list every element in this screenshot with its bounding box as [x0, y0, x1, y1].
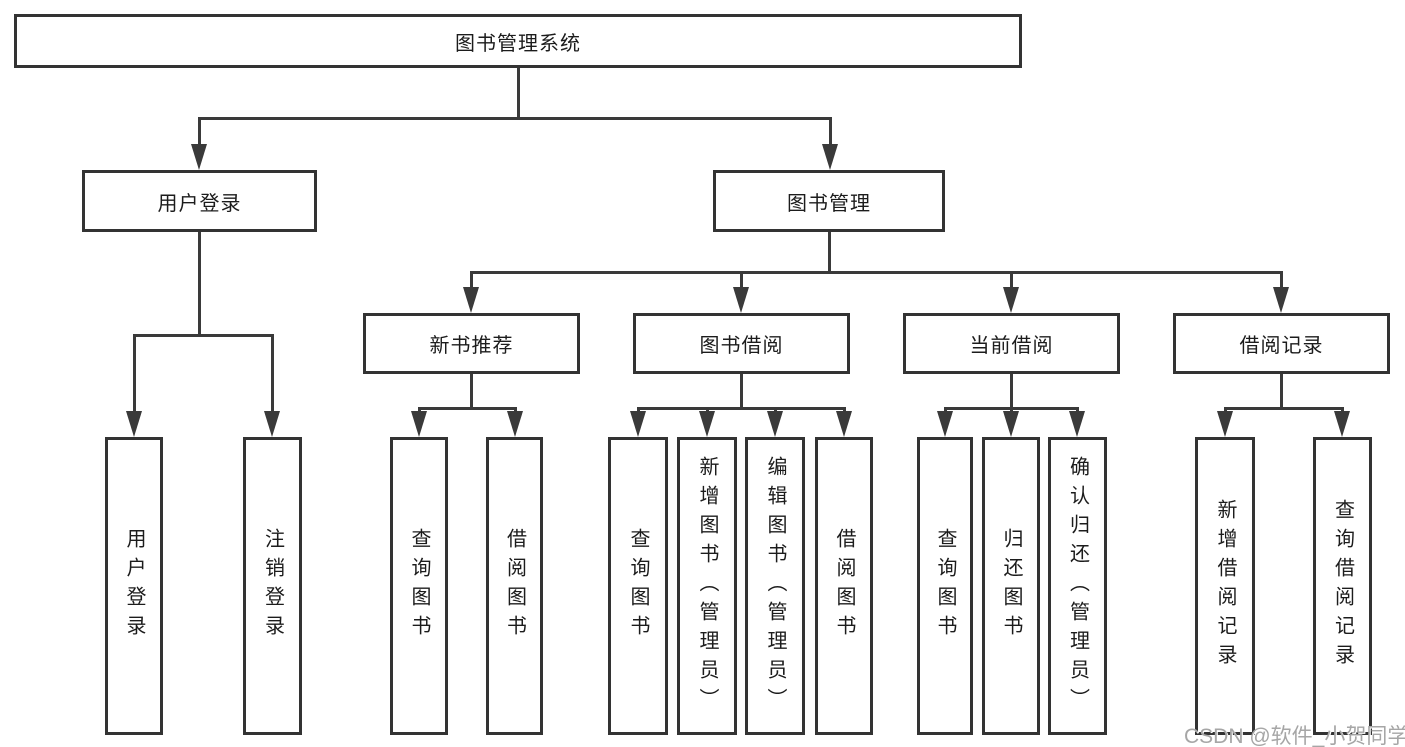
arrowhead-down-icon: [1003, 411, 1019, 437]
arrowhead-down-icon: [191, 144, 207, 170]
node-new-book-recommend: 新书推荐: [363, 313, 580, 374]
arrowhead-down-icon: [937, 411, 953, 437]
connector-line: [1009, 272, 1013, 289]
arrowhead-down-icon: [126, 411, 142, 437]
connector-line: [1279, 272, 1283, 289]
connector-line: [132, 333, 274, 337]
arrowhead-down-icon: [1273, 287, 1289, 313]
arrowhead-down-icon: [1217, 411, 1233, 437]
connector-line: [739, 272, 743, 289]
csdn-watermark: CSDN @软件_小贺同学: [1184, 725, 1405, 747]
arrowhead-down-icon: [699, 411, 715, 437]
connector-line: [469, 374, 473, 408]
connector-line: [1009, 374, 1013, 408]
leaf-query-borrow-record: 查询借阅记录: [1313, 437, 1372, 735]
connector-line: [827, 232, 831, 272]
connector-line: [636, 406, 846, 410]
arrowhead-down-icon: [1069, 411, 1085, 437]
node-user-login: 用户登录: [82, 170, 317, 232]
node-current-borrowing: 当前借阅: [903, 313, 1120, 374]
arrowhead-down-icon: [1003, 287, 1019, 313]
leaf-borrow-books: 借阅图书: [815, 437, 873, 735]
node-borrowing-records: 借阅记录: [1173, 313, 1390, 374]
arrowhead-down-icon: [1334, 411, 1350, 437]
connector-line: [197, 118, 201, 146]
arrowhead-down-icon: [767, 411, 783, 437]
connector-line: [469, 270, 1283, 274]
connector-line: [417, 406, 517, 410]
leaf-user-login: 用户登录: [105, 437, 163, 735]
arrowhead-down-icon: [733, 287, 749, 313]
node-library-management-system: 图书管理系统: [14, 14, 1022, 68]
connector-line: [197, 116, 832, 120]
node-book-borrowing: 图书借阅: [633, 313, 850, 374]
connector-line: [739, 374, 743, 408]
node-book-management: 图书管理: [713, 170, 945, 232]
connector-line: [469, 272, 473, 289]
leaf-query-books-current: 查询图书: [917, 437, 973, 735]
leaf-add-books-admin: 新增图书（管理员）: [677, 437, 737, 735]
arrowhead-down-icon: [411, 411, 427, 437]
arrowhead-down-icon: [822, 144, 838, 170]
leaf-confirm-return-admin: 确认归还（管理员）: [1048, 437, 1107, 735]
leaf-borrow-books-recommend: 借阅图书: [486, 437, 543, 735]
arrowhead-down-icon: [630, 411, 646, 437]
leaf-edit-books-admin: 编辑图书（管理员）: [745, 437, 805, 735]
leaf-add-borrow-record: 新增借阅记录: [1195, 437, 1255, 735]
connector-line: [1223, 406, 1344, 410]
connector-line: [270, 335, 274, 413]
arrowhead-down-icon: [836, 411, 852, 437]
leaf-logout: 注销登录: [243, 437, 302, 735]
connector-line: [132, 335, 136, 413]
leaf-return-books: 归还图书: [982, 437, 1040, 735]
arrowhead-down-icon: [264, 411, 280, 437]
leaf-query-books-borrowing: 查询图书: [608, 437, 668, 735]
arrowhead-down-icon: [507, 411, 523, 437]
connector-line: [197, 232, 201, 335]
leaf-query-books-recommend: 查询图书: [390, 437, 448, 735]
connector-line: [828, 118, 832, 146]
connector-line: [1279, 374, 1283, 408]
connector-line: [516, 68, 520, 118]
arrowhead-down-icon: [463, 287, 479, 313]
